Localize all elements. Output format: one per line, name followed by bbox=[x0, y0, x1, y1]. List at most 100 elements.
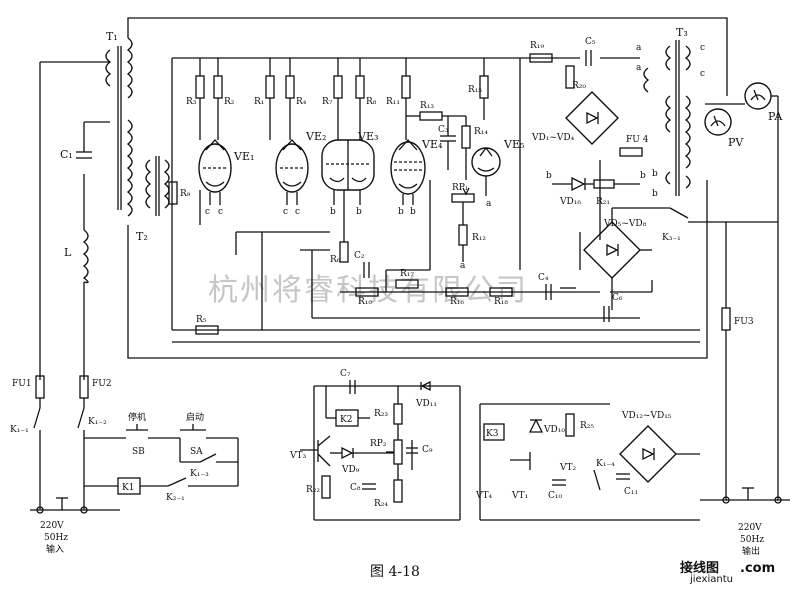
label-k1-1: K₁₋₁ bbox=[10, 425, 29, 435]
resistor-r17 bbox=[395, 279, 419, 289]
label-rp2: RP₂ bbox=[370, 439, 387, 449]
label-ve2: VE₂ bbox=[305, 130, 326, 143]
label-k3: K3 bbox=[486, 429, 499, 439]
label-k1: K1 bbox=[122, 483, 134, 493]
label-fu3: FU3 bbox=[734, 317, 754, 327]
resistor-r2 bbox=[213, 75, 223, 99]
main-wiring bbox=[39, 17, 728, 380]
label-r22: R₂₂ bbox=[306, 485, 320, 495]
label-t3: T₃ bbox=[676, 26, 688, 39]
label-k1-4: K₁₋₄ bbox=[596, 459, 615, 469]
resistor-r18 bbox=[489, 287, 513, 297]
input-frequency: 50Hz bbox=[44, 533, 68, 543]
label-t2: T₂ bbox=[136, 230, 148, 243]
bridge-vd5-vd8: VD₅~VD₈ C₆ bbox=[583, 207, 670, 322]
label-fu2: FU2 bbox=[92, 379, 112, 389]
input-section: FU1 FU2 K₁₋₁ K₁₋₂ 停机 SB 启动 SA K₁₋₃ K1 bbox=[10, 375, 239, 555]
led-vd16: b b VD₁₆ R₂₁ bbox=[546, 171, 646, 207]
label-b-ve4b: b bbox=[410, 207, 416, 217]
capacitor-c1: C₁ bbox=[60, 148, 92, 161]
label-c-ve2b: c bbox=[295, 207, 300, 217]
label-b-ve2: b bbox=[330, 207, 336, 217]
label-r8: R₈ bbox=[366, 97, 377, 107]
label-c2: C₂ bbox=[354, 251, 365, 261]
label-vt3: VT₃ bbox=[289, 451, 307, 461]
brand-logo: 接线图 .com jiexiantu bbox=[640, 556, 796, 585]
timer-section: C₇ K2 R₂₃ VD₁₁ RP₂ R₂₄ C₉ VT₃ VD₉ R₂₂ C₈ bbox=[289, 369, 461, 521]
transformer-t3: T₃ c c b b bbox=[652, 26, 705, 199]
label-r24: R₂₄ bbox=[374, 499, 388, 509]
tube-ve2-left: c c bbox=[275, 139, 309, 217]
resistor-r16 bbox=[445, 287, 469, 297]
meter-pv: PV bbox=[704, 103, 745, 149]
resistor-row: R₃ R₂ R₁ R₄ R₇ R₈ R₁₁ R₁₅ R₉ bbox=[168, 58, 489, 205]
label-k1-3: K₁₋₃ bbox=[190, 469, 209, 479]
label-r4: R₄ bbox=[296, 97, 307, 107]
label-a-rp1: a bbox=[460, 261, 466, 271]
label-ve5: VE₅ bbox=[503, 138, 524, 151]
label-r9: R₉ bbox=[180, 189, 191, 199]
label-stop: 停机 bbox=[128, 411, 146, 423]
label-c-ve2a: c bbox=[283, 207, 288, 217]
label-r18: R₁₈ bbox=[494, 297, 508, 307]
label-r10: R₁₀ bbox=[358, 297, 372, 307]
transformer-t2: T₂ bbox=[136, 156, 170, 243]
label-r12: R₁₂ bbox=[472, 233, 486, 243]
bridge-vd1-vd4 bbox=[565, 91, 619, 145]
label-vt1: VT₁ bbox=[511, 491, 528, 501]
label-r17: R₁₇ bbox=[400, 269, 414, 279]
label-r2: R₂ bbox=[224, 97, 235, 107]
label-l: L bbox=[64, 246, 72, 259]
label-ve1: VE₁ bbox=[233, 150, 254, 163]
label-vd16: VD₁₆ bbox=[559, 197, 581, 207]
label-k2-1: K₂₋₁ bbox=[166, 493, 185, 503]
label-t1: T₁ bbox=[106, 30, 118, 43]
potentiometer-rp1: a RP₁ R₁₂ bbox=[451, 183, 486, 271]
resistor-r3a bbox=[195, 75, 205, 99]
relay-contact-k3-1: K₃₋₁ bbox=[662, 207, 778, 243]
output-voltage: 220V bbox=[738, 523, 762, 533]
label-c11: C₁₁ bbox=[624, 487, 638, 497]
resistor-r22 bbox=[321, 475, 331, 499]
output-frequency: 50Hz bbox=[740, 535, 764, 545]
mid-row-components: R₆ C₂ R₁₀ R₁₇ R₁₆ R₁₈ C₄ R₅ bbox=[195, 190, 576, 335]
resistor-r24 bbox=[393, 479, 403, 503]
resistor-r10 bbox=[355, 287, 379, 297]
output-section: R₁₉ C₅ R₂₀ VD₁~VD₄ FU 4 a a bbox=[529, 37, 650, 157]
figure-caption: 图 4-18 bbox=[370, 564, 420, 580]
label-pa: PA bbox=[768, 110, 783, 123]
label-r3: R₃ bbox=[186, 97, 197, 107]
label-vt4: VT₄ bbox=[475, 491, 493, 501]
resistor-r21 bbox=[593, 179, 615, 189]
resistor-r25 bbox=[565, 413, 575, 437]
label-c-ve1a: c bbox=[205, 207, 210, 217]
label-k2: K2 bbox=[340, 415, 352, 425]
label-sa: SA bbox=[190, 447, 203, 457]
label-r5: R₅ bbox=[196, 315, 207, 325]
label-vd1-vd4: VD₁~VD₄ bbox=[531, 133, 575, 143]
label-b-ve4a: b bbox=[398, 207, 404, 217]
label-r14: R₁₄ bbox=[474, 127, 488, 137]
label-c-t3b: c bbox=[700, 69, 705, 79]
label-r13: R₁₃ bbox=[420, 101, 434, 111]
label-start: 启动 bbox=[186, 411, 204, 423]
inductor-l: L bbox=[64, 229, 89, 284]
label-c5: C₅ bbox=[585, 37, 596, 47]
label-b-t3a: b bbox=[652, 169, 658, 179]
resistor-r11 bbox=[401, 75, 411, 99]
brand-site: 接线图 bbox=[680, 560, 719, 576]
brand-url: jiexiantu bbox=[689, 574, 733, 585]
relay-k3-section: K3 VD₁₀ R₂₅ VT₂ VT₄ VT₁ C₁₀ K₁₋₄ C₁₁ VD₁… bbox=[475, 403, 700, 521]
label-r21: R₂₁ bbox=[596, 197, 610, 207]
label-r11: R₁₁ bbox=[386, 97, 400, 107]
label-c9: C₉ bbox=[422, 445, 433, 455]
tube-ve2-ve3: b b VE₂ VE₃ bbox=[305, 130, 378, 217]
resistor-r5 bbox=[195, 325, 219, 335]
label-rp1: RP₁ bbox=[452, 183, 468, 193]
label-c1: C₁ bbox=[60, 148, 73, 161]
label-pv: PV bbox=[728, 136, 744, 149]
brand-domain: .com bbox=[740, 561, 775, 576]
tube-ve1: c c VE₁ bbox=[198, 139, 254, 217]
meter-pa: PA bbox=[744, 82, 783, 500]
label-r25: R₂₅ bbox=[580, 421, 594, 431]
